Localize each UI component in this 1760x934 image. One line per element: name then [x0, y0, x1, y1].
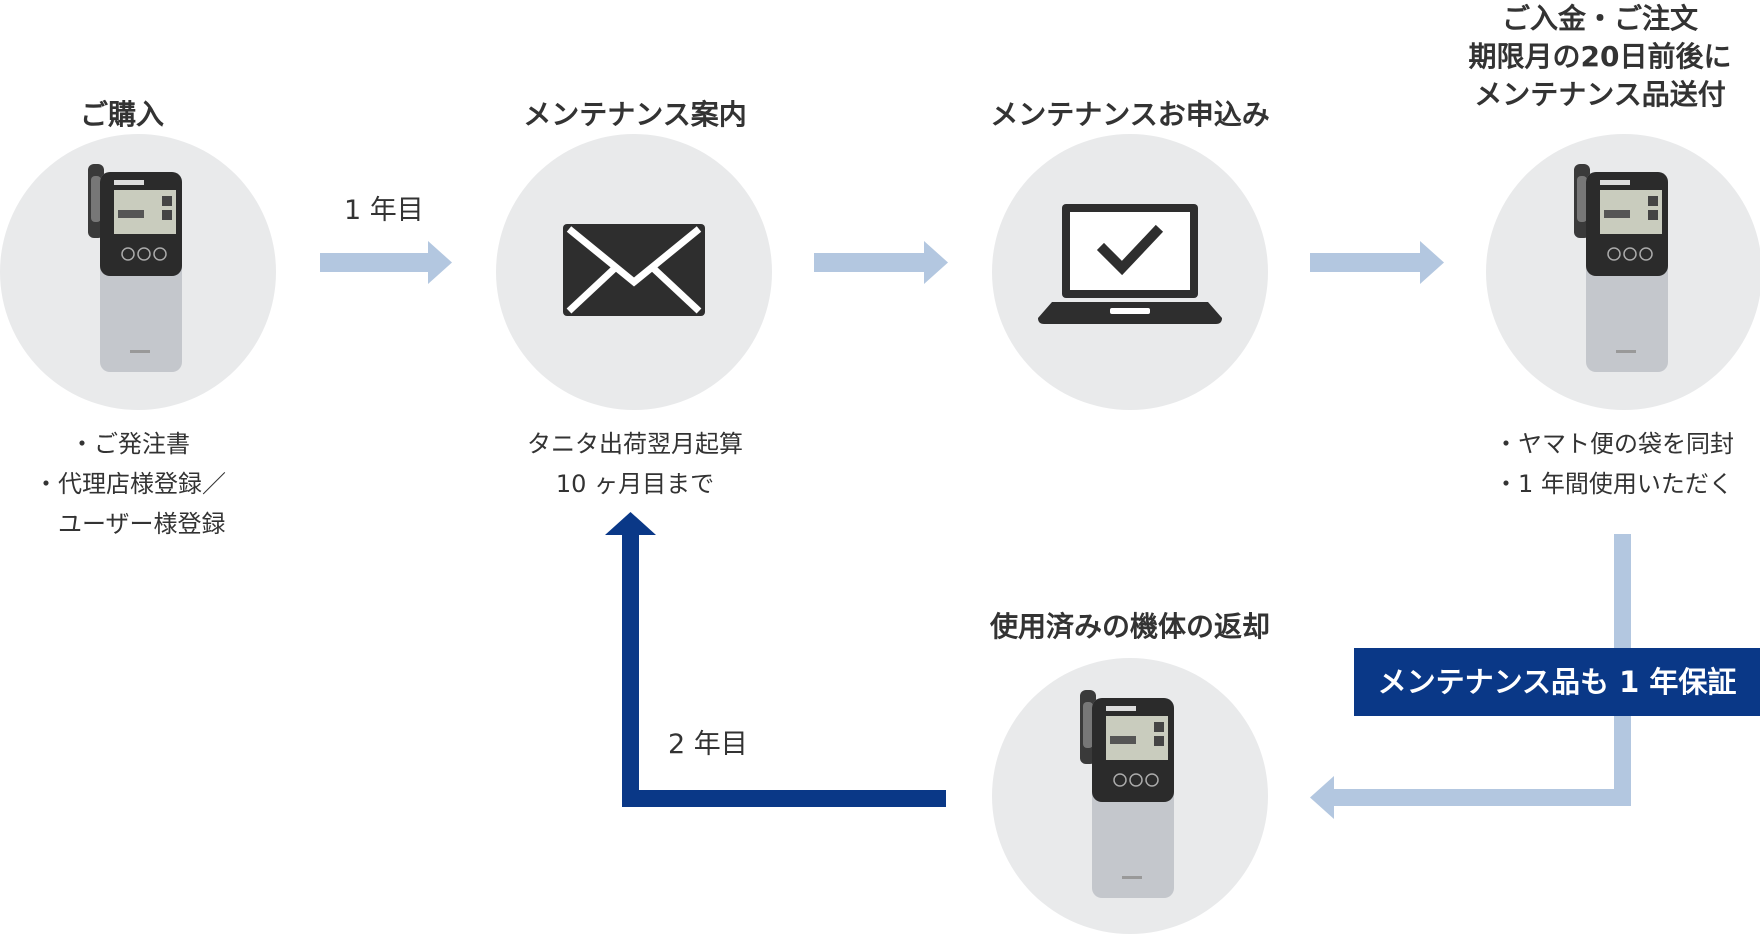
step-title-return: 使用済みの機体の返却 — [989, 610, 1270, 643]
note-guide-2: 10 ヶ月目まで — [555, 470, 715, 498]
breathalyzer-device-icon — [1574, 164, 1668, 372]
arrow-purchase-to-guide — [320, 241, 452, 284]
breathalyzer-device-icon — [88, 164, 182, 372]
label-year-1: 1 年目 — [344, 195, 424, 226]
notes-ship: ・ヤマト便の袋を同封 ・1 年間使用いただく — [1494, 424, 1734, 504]
step-title-purchase: ご購入 — [79, 98, 164, 131]
label-year-2: 2 年目 — [668, 729, 748, 760]
step-title-ship: ご入金・ご注文 期限月の20日前後に メンテナンス品送付 — [1440, 0, 1760, 114]
note-guide-1: タニタ出荷翌月起算 — [527, 430, 743, 458]
note-purchase-1: ・ご発注書 — [70, 430, 190, 458]
note-purchase-2: ・代理店様登録／ — [34, 470, 226, 498]
note-ship-1: ・ヤマト便の袋を同封 — [1494, 430, 1734, 458]
laptop-check-icon — [1038, 204, 1222, 324]
arrow-return-to-guide — [605, 512, 946, 807]
warranty-badge: メンテナンス品も 1 年保証 — [1354, 648, 1760, 716]
envelope-icon — [563, 224, 705, 316]
breathalyzer-device-icon — [1080, 690, 1174, 898]
note-purchase-3: ユーザー様登録 — [34, 510, 226, 538]
arrow-guide-to-apply — [814, 241, 948, 284]
notes-guide: タニタ出荷翌月起算 10 ヶ月目まで — [490, 424, 780, 504]
step-title-ship-line-3: メンテナンス品送付 — [1474, 78, 1726, 111]
notes-purchase: ・ご発注書 ・代理店様登録／ ユーザー様登録 — [34, 424, 226, 544]
arrow-apply-to-ship — [1310, 241, 1444, 284]
note-ship-2: ・1 年間使用いただく — [1494, 470, 1733, 498]
step-title-ship-line-1: ご入金・ご注文 — [1501, 2, 1698, 35]
arrow-ship-to-return — [1310, 534, 1631, 819]
step-title-guide: メンテナンス案内 — [523, 98, 747, 131]
step-title-apply: メンテナンスお申込み — [990, 98, 1270, 131]
step-title-ship-line-2: 期限月の20日前後に — [1468, 40, 1732, 73]
